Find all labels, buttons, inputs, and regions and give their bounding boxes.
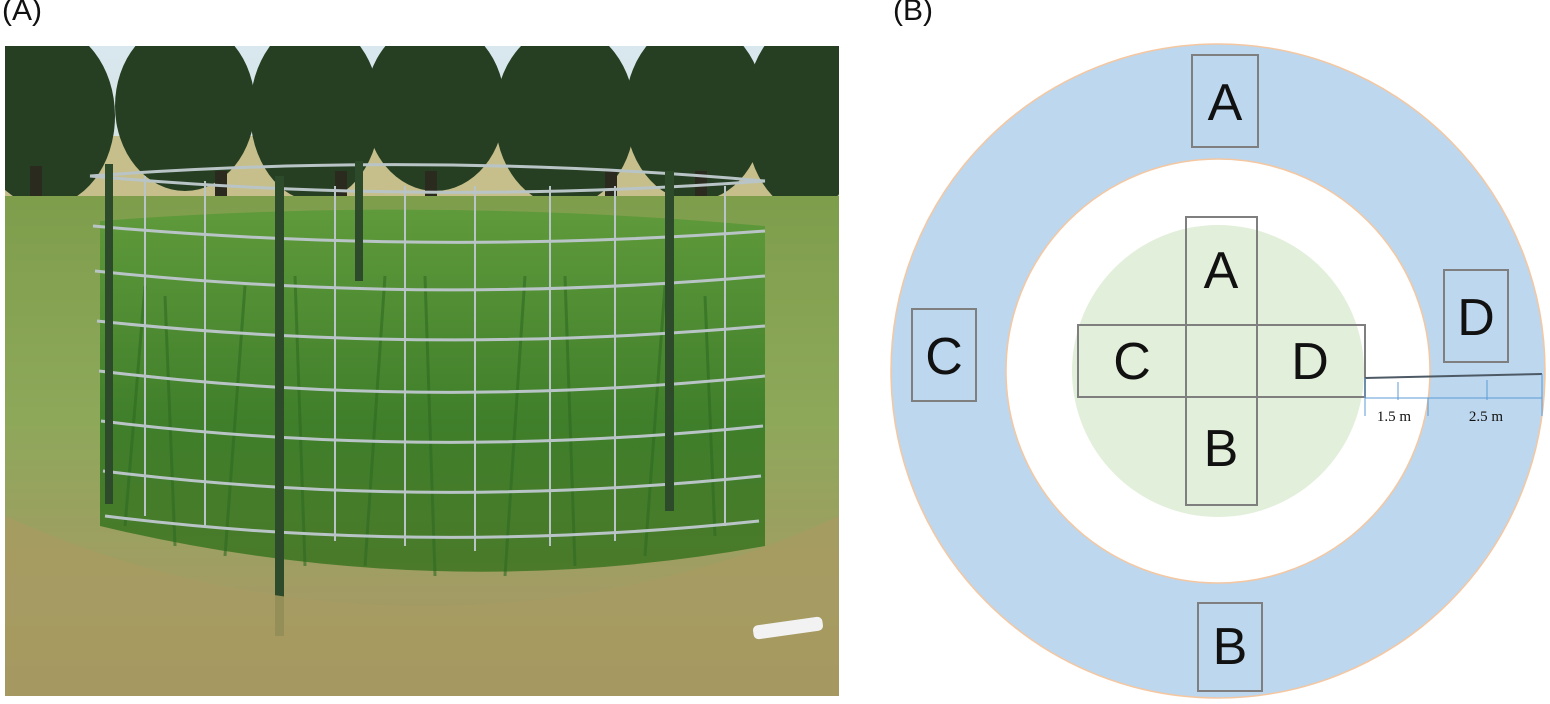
panel-label-b: (B) <box>893 0 933 27</box>
svg-text:C: C <box>925 328 963 386</box>
tall-grass <box>100 209 765 572</box>
fence-posts <box>105 161 674 636</box>
outer-box-top: A <box>1191 54 1259 148</box>
inner-box-grid <box>1077 216 1366 506</box>
inner-box-top-label: A <box>1204 242 1239 300</box>
outer-box-bottom: B <box>1197 602 1263 692</box>
inner-plot-disc <box>1072 225 1364 517</box>
dry-grass <box>5 516 839 696</box>
outer-box-left: C <box>911 308 977 402</box>
scale-label-outer: 2.5 m <box>1469 409 1504 425</box>
fenced-grass-plot-photo <box>5 46 839 696</box>
svg-text:D: D <box>1457 289 1495 347</box>
svg-text:A: A <box>1208 74 1243 132</box>
white-tag <box>753 616 823 640</box>
inner-box-bottom-label: B <box>1204 420 1239 478</box>
inner-box-left-label: C <box>1113 333 1151 391</box>
wire-fence-verticals <box>144 176 726 551</box>
outer-box-right: D <box>1443 269 1509 363</box>
scale-bar <box>1364 373 1543 416</box>
grass-blades <box>123 275 717 577</box>
svg-text:B: B <box>1213 618 1248 676</box>
inner-box-right-label: D <box>1291 333 1329 391</box>
panel-label-a: (A) <box>2 0 42 27</box>
scale-label-inner: 1.5 m <box>1377 409 1412 425</box>
plot-layout-diagram: A B C D A B C D 1.5 m 2.5 m <box>890 43 1546 699</box>
